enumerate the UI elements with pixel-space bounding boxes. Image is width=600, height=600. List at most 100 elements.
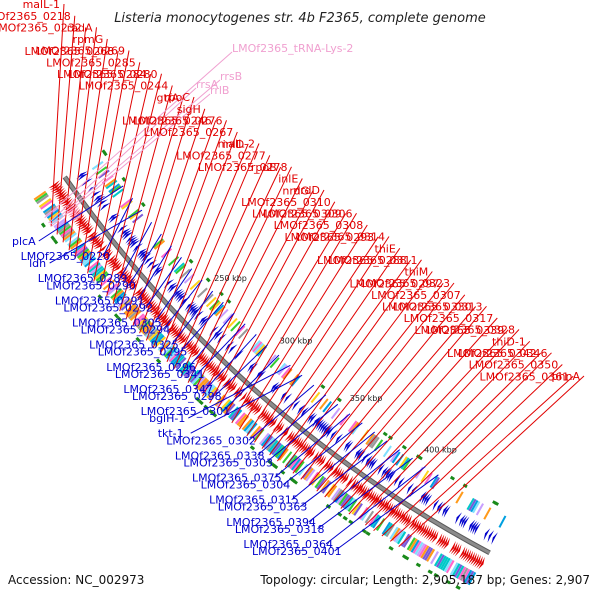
forward-gene-label[interactable]: LMOf2365_0297 — [350, 277, 440, 290]
rna-gene — [69, 208, 81, 217]
forward-gene-label[interactable]: nrdD — [293, 184, 320, 197]
reverse-gene-label[interactable]: LMOf2365_0296 — [106, 361, 196, 374]
reverse-gene-label[interactable]: LMOf2365_0341 — [115, 368, 205, 381]
forward-gene-label[interactable]: radA — [67, 21, 93, 34]
forward-gene-label[interactable]: LMOf2365_0309 — [252, 208, 342, 221]
reverse-gene-label[interactable]: LMOf2365_0315 — [209, 494, 299, 507]
forward-gene-label[interactable]: LMOf2365_0342 — [447, 347, 537, 360]
forward-gene-label[interactable]: nrdG — [282, 184, 309, 197]
forward-gene-label[interactable]: LMOf2365_0310 — [241, 196, 331, 209]
feature-labels[interactable]: malL-1LMOf2365_0218LMOf2365_0232radArpmG… — [0, 0, 580, 558]
forward-gene-label[interactable]: sigH — [177, 103, 201, 116]
forward-gene-label[interactable]: LMOf2365_0361 — [480, 370, 570, 383]
forward-gene-label[interactable]: LMOf2365_0277 — [176, 149, 266, 162]
forward-gene-label[interactable]: LMOf2365_0293 — [285, 231, 375, 244]
forward-gene-label[interactable]: LMOf2365_0308 — [274, 219, 364, 232]
rna-gene-label[interactable]: rrsA — [196, 78, 219, 91]
reverse-gene-label[interactable]: LMOf2365_0318 — [235, 523, 325, 536]
reverse-gene-label[interactable]: LMOf2365_0375 — [192, 472, 282, 485]
forward-gene-label[interactable]: LMOf2365_0330 — [382, 301, 472, 314]
rna-gene-label[interactable]: LMOf2365_tRNA-Lys-2 — [232, 42, 353, 55]
forward-gene-label[interactable]: LMOf2365_0276 — [133, 114, 223, 127]
forward-gene — [96, 244, 108, 253]
forward-gene-label[interactable]: LMOf2365_0232 — [0, 22, 82, 35]
label-leader-lines — [38, 3, 585, 552]
cog-forward — [142, 323, 154, 335]
rna-gene-label[interactable]: rrlB — [210, 84, 229, 97]
forward-gene-label[interactable]: rpoB — [251, 161, 277, 174]
reverse-gene-label[interactable]: LMOf2365_0305 — [72, 317, 162, 330]
cog-forward — [99, 276, 112, 287]
forward-gene-label[interactable]: inlD — [223, 138, 245, 151]
cog-forward — [46, 208, 60, 219]
cog-forward — [189, 371, 201, 383]
reverse-gene-label[interactable]: LMOf2365_0301 — [141, 405, 231, 418]
reverse-gene-label[interactable]: LMOf2365_0347 — [123, 383, 213, 396]
reverse-gene-label[interactable]: LMOf2365_0220 — [21, 250, 111, 263]
forward-gene-label[interactable]: gtfA — [156, 91, 179, 104]
forward-gene-label[interactable]: LMOf2365_0346 — [458, 347, 548, 360]
reverse-gene-label[interactable]: LMOf2365_0295 — [98, 346, 188, 359]
forward-gene-label[interactable]: LMOf2365_0317 — [404, 312, 494, 325]
reverse-gene-label[interactable]: LMOf2365_0290 — [46, 279, 136, 292]
forward-gene-label[interactable]: LMOf2365_0307 — [371, 289, 461, 302]
forward-gene-label[interactable]: LMOf2365_0246 — [122, 115, 212, 128]
forward-gene-label[interactable]: LMOf2365_0306 — [263, 207, 353, 220]
forward-gene-label[interactable]: LMOf2365_0267 — [144, 126, 234, 139]
forward-gene-label[interactable]: LMOf2365_0350 — [469, 359, 559, 372]
reverse-gene-label[interactable]: LMOf2365_0291 — [55, 294, 145, 307]
forward-gene-label[interactable]: LMOf2365_0285 — [46, 56, 136, 69]
forward-gene-label[interactable]: rpoC — [164, 91, 190, 104]
reverse-gene-label[interactable]: LMOf2365_0294 — [81, 324, 171, 337]
forward-gene — [310, 450, 320, 462]
forward-gene-label[interactable]: LMOf2365_0268 — [25, 45, 115, 58]
forward-gene-label[interactable]: inlE — [278, 173, 298, 186]
forward-gene-label[interactable]: phnA — [552, 370, 581, 383]
reverse-gene-label[interactable]: LMOf2365_0302 — [166, 434, 256, 447]
reverse-gene-label[interactable]: LMOf2365_0394 — [226, 516, 316, 529]
rna-gene-label[interactable]: rrsB — [220, 70, 242, 83]
cog-forward — [53, 218, 66, 229]
reverse-gene-label[interactable]: LMOf2365_0298 — [132, 390, 222, 403]
reverse-gene-label[interactable]: plcA — [12, 235, 36, 248]
forward-gene-label[interactable]: LMOf2365_0269 — [35, 45, 125, 58]
forward-gene-label[interactable]: LMOf2365_0328 — [425, 324, 515, 337]
reverse-gene-label[interactable]: ldh — [29, 257, 46, 270]
reverse-gene-label[interactable]: LMOf2365_0303 — [183, 456, 273, 469]
forward-gene-label[interactable]: LMOf2365_0288 — [317, 254, 407, 267]
forward-gene-label[interactable]: LMOf2365_0280 — [68, 68, 158, 81]
reverse-gene-label[interactable]: LMOf2365_0289 — [38, 272, 128, 285]
forward-gene-label[interactable]: LMOf2365_0323 — [360, 277, 450, 290]
reverse-gene-label[interactable]: LMOf2365_0325 — [89, 339, 179, 352]
forward-gene-label[interactable]: malL-2 — [218, 138, 255, 151]
cog-forward — [441, 557, 451, 571]
forward-gene-label[interactable]: LMOf2365_0284 — [57, 68, 147, 81]
reverse-gene-label[interactable]: tkt-1 — [158, 427, 184, 440]
leader-line — [317, 457, 413, 530]
forward-gene-label[interactable]: LMOf2365_0311 — [328, 254, 418, 267]
reverse-gene-label[interactable]: LMOf2365_0401 — [252, 545, 342, 558]
cog-reverse — [429, 475, 439, 488]
leader-line — [194, 178, 303, 390]
forward-gene-label[interactable]: LMOf2365_0218 — [0, 10, 71, 23]
forward-gene-label[interactable]: LMOf2365_0244 — [79, 80, 169, 93]
forward-gene-label[interactable]: thiD-1 — [492, 335, 526, 348]
forward-gene-label[interactable]: LMOf2365_0278 — [198, 161, 288, 174]
forward-gene-label[interactable]: rpmG — [73, 33, 104, 46]
forward-gene — [169, 325, 180, 336]
reverse-gene-label[interactable]: LMOf2365_0304 — [201, 479, 291, 492]
forward-gene-label[interactable]: LMOf2365_0339 — [415, 324, 505, 337]
forward-gene-label[interactable]: thiE — [375, 242, 396, 255]
forward-gene — [78, 221, 90, 230]
forward-gene-label[interactable]: malL-1 — [23, 0, 60, 11]
reverse-gene-label[interactable]: LMOf2365_0338 — [175, 449, 265, 462]
forward-gene-label[interactable]: LMOf2365_0314 — [295, 231, 385, 244]
forward-gene — [286, 431, 295, 443]
reverse-gene-label[interactable]: LMOf2365_0363 — [218, 501, 308, 514]
forward-gene — [238, 391, 248, 402]
forward-gene-label[interactable]: LMOf2365_0313 — [393, 300, 483, 313]
forward-gene-label[interactable]: thiM — [404, 266, 428, 279]
reverse-gene-label[interactable]: LMOf2365_0292 — [63, 301, 153, 314]
reverse-gene-label[interactable]: LMOf2365_0364 — [243, 538, 333, 551]
reverse-gene-label[interactable]: bglH-1 — [149, 412, 185, 425]
